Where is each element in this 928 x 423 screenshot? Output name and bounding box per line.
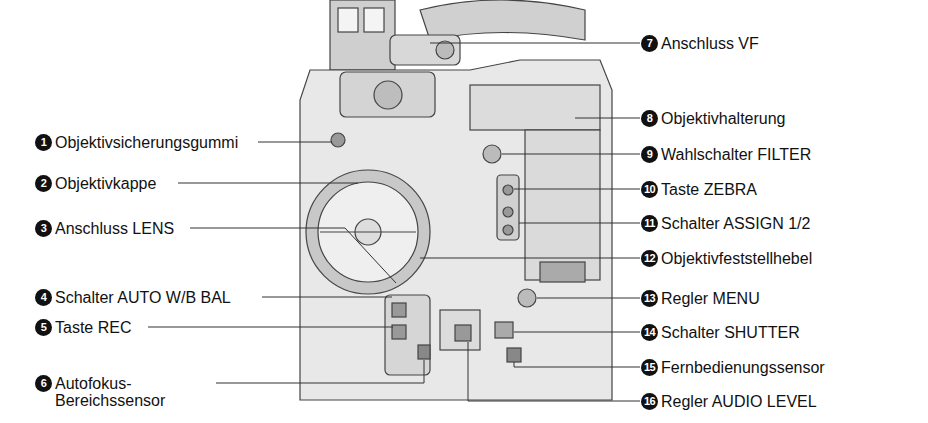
part-label: Schalter ASSIGN 1/2 <box>661 215 810 232</box>
part-label: Taste ZEBRA <box>661 181 757 198</box>
callout-number: 14 <box>641 324 658 341</box>
callout-number: 16 <box>641 393 658 410</box>
callout-number: 9 <box>641 146 658 163</box>
part-label: Anschluss LENS <box>55 220 174 237</box>
callout-number: 2 <box>35 175 52 192</box>
part-label: Objektivsicherungsgummi <box>55 134 238 151</box>
callout-number: 11 <box>641 215 658 232</box>
callout-number: 7 <box>641 35 658 52</box>
part-label: Regler MENU <box>661 290 760 307</box>
part-label: Objektivfeststellhebel <box>661 250 812 267</box>
callout-number: 6 <box>35 375 52 392</box>
callout-number: 13 <box>641 290 658 307</box>
part-label: Autofokus- Bereichssensor <box>55 375 180 409</box>
part-label: Wahlschalter FILTER <box>661 146 811 163</box>
part-label: Regler AUDIO LEVEL <box>661 393 817 410</box>
leader-lines <box>148 43 640 401</box>
part-label: Schalter SHUTTER <box>661 324 800 341</box>
callout-number: 3 <box>35 220 52 237</box>
callout-number: 1 <box>35 134 52 151</box>
part-label: Taste REC <box>55 319 131 336</box>
part-label: Anschluss VF <box>661 35 759 52</box>
part-label: Objektivkappe <box>55 175 156 192</box>
callout-number: 15 <box>641 359 658 376</box>
callout-number: 10 <box>641 181 658 198</box>
callout-number: 12 <box>641 250 658 267</box>
part-label: Schalter AUTO W/B BAL <box>55 289 231 306</box>
callout-number: 8 <box>641 110 658 127</box>
part-label: Fernbedienungssensor <box>661 359 825 376</box>
callout-number: 4 <box>35 289 52 306</box>
callout-number: 5 <box>35 319 52 336</box>
part-label: Objektivhalterung <box>661 110 786 127</box>
